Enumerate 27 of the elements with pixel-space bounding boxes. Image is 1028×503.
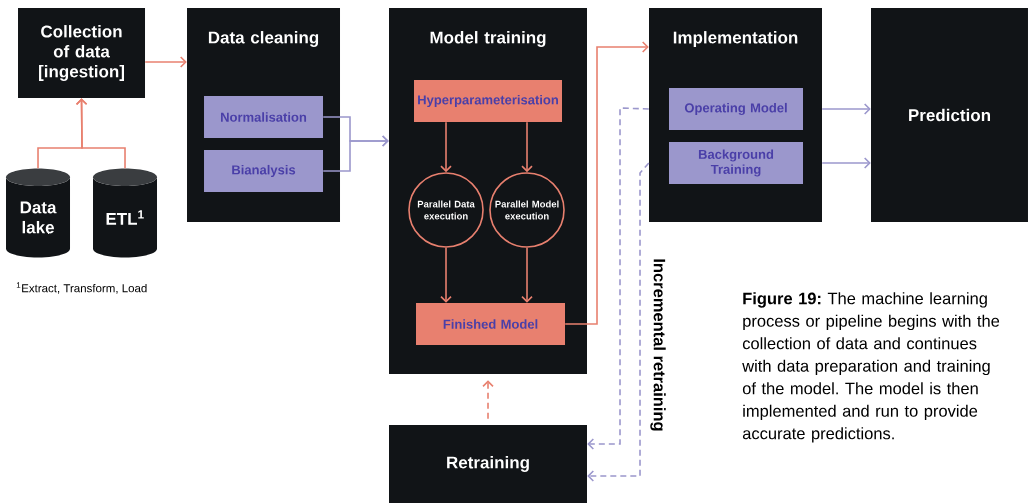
step-box: Bianalysis bbox=[204, 150, 323, 192]
arrow bbox=[821, 157, 871, 169]
arrow bbox=[482, 380, 494, 420]
footnote: $^{1}$Extract, Transform, Load bbox=[16, 282, 147, 294]
step-box: Operating Model bbox=[669, 88, 803, 130]
caption: Figure 19: The machine learning process or pipeline begins with the collection of data and continues with data preparation and training of the model. The model is then implemented and run to provide accurate predictions. bbox=[742, 292, 1000, 443]
arrow bbox=[587, 107, 650, 450]
arrow bbox=[440, 121, 452, 173]
step-box: Background Training bbox=[669, 142, 803, 184]
database-cylinder: ETL$^{1}$ bbox=[93, 168, 157, 258]
arrow bbox=[322, 135, 389, 172]
process-box: Collection of data [ingestion] bbox=[18, 8, 145, 98]
arrow bbox=[521, 247, 533, 303]
arrow bbox=[75, 98, 126, 170]
arrow bbox=[521, 121, 533, 173]
arrow bbox=[564, 41, 649, 325]
process-box: Retraining bbox=[389, 425, 587, 503]
process-box: Prediction bbox=[871, 8, 1028, 222]
side-label: Incremental retraining bbox=[650, 259, 666, 431]
step-box: Normalisation bbox=[204, 96, 323, 138]
database-cylinder: Data lake bbox=[6, 168, 70, 258]
arrow bbox=[587, 162, 650, 482]
arrow bbox=[440, 247, 452, 303]
step-box: Hyperparameterisation bbox=[414, 80, 562, 122]
step-box: Finished Model bbox=[416, 303, 565, 345]
arrow bbox=[821, 103, 871, 115]
arrow bbox=[144, 56, 187, 68]
